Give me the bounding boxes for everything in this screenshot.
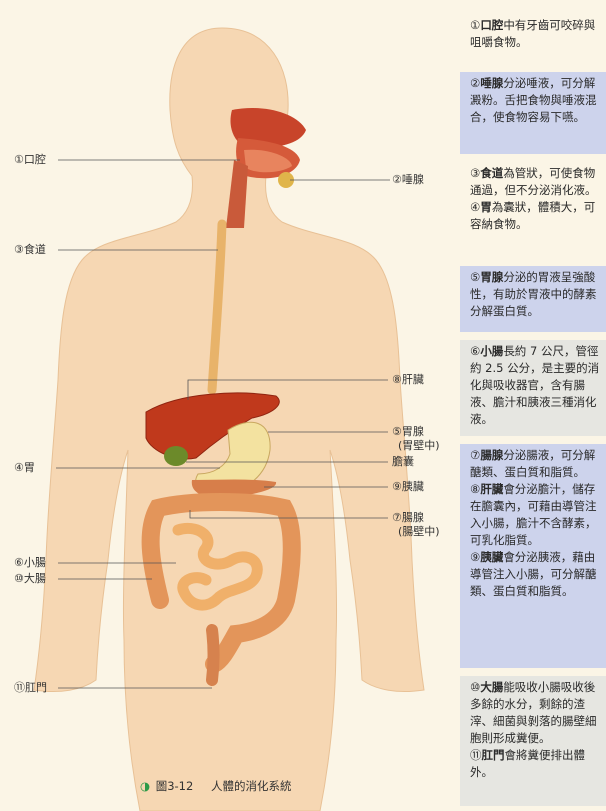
label-gallbladder: 膽囊 (392, 455, 414, 468)
gallbladder-shape (164, 446, 188, 466)
label-intestinal-gland: ⑦腸腺 (392, 511, 424, 524)
label-stomach: ④胃 (14, 461, 35, 474)
note-item: ⑦腸腺分泌腸液，可分解醣類、蛋白質和脂質。 (470, 447, 600, 481)
label-pancreas: ⑨胰臟 (392, 480, 424, 493)
rectum-shape (212, 630, 214, 680)
note-item: ③食道為管狀，可使食物通過，但不分泌消化液。 (470, 165, 600, 199)
figure-number: 圖3-12 (156, 779, 194, 793)
figure-caption: ◑ 圖3-12 人體的消化系統 (140, 778, 291, 794)
note-item: ⑤胃腺分泌的胃液呈強酸性，有助於胃液中的酵素分解蛋白質。 (470, 269, 600, 320)
note-item: ⑥小腸長約 7 公尺，管徑約 2.5 公分，是主要的消化與吸收器官，含有腸液、膽… (470, 343, 600, 428)
note-item: ⑨胰臟會分泌胰液，藉由導管注入小腸，可分解醣類、蛋白質和脂質。 (470, 549, 600, 600)
figure-title: 人體的消化系統 (211, 779, 292, 793)
label-small-intestine: ⑥小腸 (14, 556, 46, 569)
note-panel-7: ⑩大腸能吸收小腸吸收後多餘的水分，剩餘的渣滓、細菌與剝落的腸壁細胞則形成糞便。 … (460, 676, 606, 806)
digestive-illustration (0, 0, 455, 811)
note-panel-4: ⑤胃腺分泌的胃液呈強酸性，有助於胃液中的酵素分解蛋白質。 (460, 266, 606, 332)
label-esophagus: ③食道 (14, 243, 46, 256)
note-panel-6: ⑦腸腺分泌腸液，可分解醣類、蛋白質和脂質。 ⑧肝臟會分泌膽汁，儲存在膽囊內，可藉… (460, 444, 606, 668)
note-panel-1: ①口腔中有牙齒可咬碎與咀嚼食物。 (460, 14, 606, 64)
label-large-intestine: ⑩大腸 (14, 572, 46, 585)
label-liver: ⑧肝臟 (392, 373, 424, 386)
note-panel-5: ⑥小腸長約 7 公尺，管徑約 2.5 公分，是主要的消化與吸收器官，含有腸液、膽… (460, 340, 606, 436)
label-gastric-gland-sub: (胃壁中) (398, 439, 440, 452)
note-panel-3: ③食道為管狀，可使食物通過，但不分泌消化液。 ④胃為囊狀，體積大，可容納食物。 (460, 162, 606, 260)
label-mouth: ①口腔 (14, 153, 46, 166)
note-item: ⑩大腸能吸收小腸吸收後多餘的水分，剩餘的渣滓、細菌與剝落的腸壁細胞則形成糞便。 (470, 679, 600, 747)
label-intestinal-gland-sub: (腸壁中) (398, 525, 440, 538)
note-item: ④胃為囊狀，體積大，可容納食物。 (470, 199, 600, 233)
label-gastric-gland: ⑤胃腺 (392, 425, 424, 438)
label-salivary-gland: ②唾腺 (392, 173, 424, 186)
note-item: ②唾腺分泌唾液，可分解澱粉。舌把食物與唾液混合，使食物容易下嚥。 (470, 75, 600, 126)
caption-marker-icon: ◑ (140, 779, 150, 793)
note-item: ⑪肛門會將糞便排出體外。 (470, 747, 600, 781)
note-item: ⑧肝臟會分泌膽汁，儲存在膽囊內，可藉由導管注入小腸，膽汁不含酵素，可乳化脂質。 (470, 481, 600, 549)
note-item: ①口腔中有牙齒可咬碎與咀嚼食物。 (470, 17, 600, 51)
digestive-system-figure: ①口腔 ②唾腺 ③食道 ⑧肝臟 ⑤胃腺 (胃壁中) ④胃 膽囊 ⑨胰臟 ⑦腸腺 … (0, 0, 455, 811)
label-anus: ⑪肛門 (14, 681, 47, 694)
note-panel-2: ②唾腺分泌唾液，可分解澱粉。舌把食物與唾液混合，使食物容易下嚥。 (460, 72, 606, 154)
